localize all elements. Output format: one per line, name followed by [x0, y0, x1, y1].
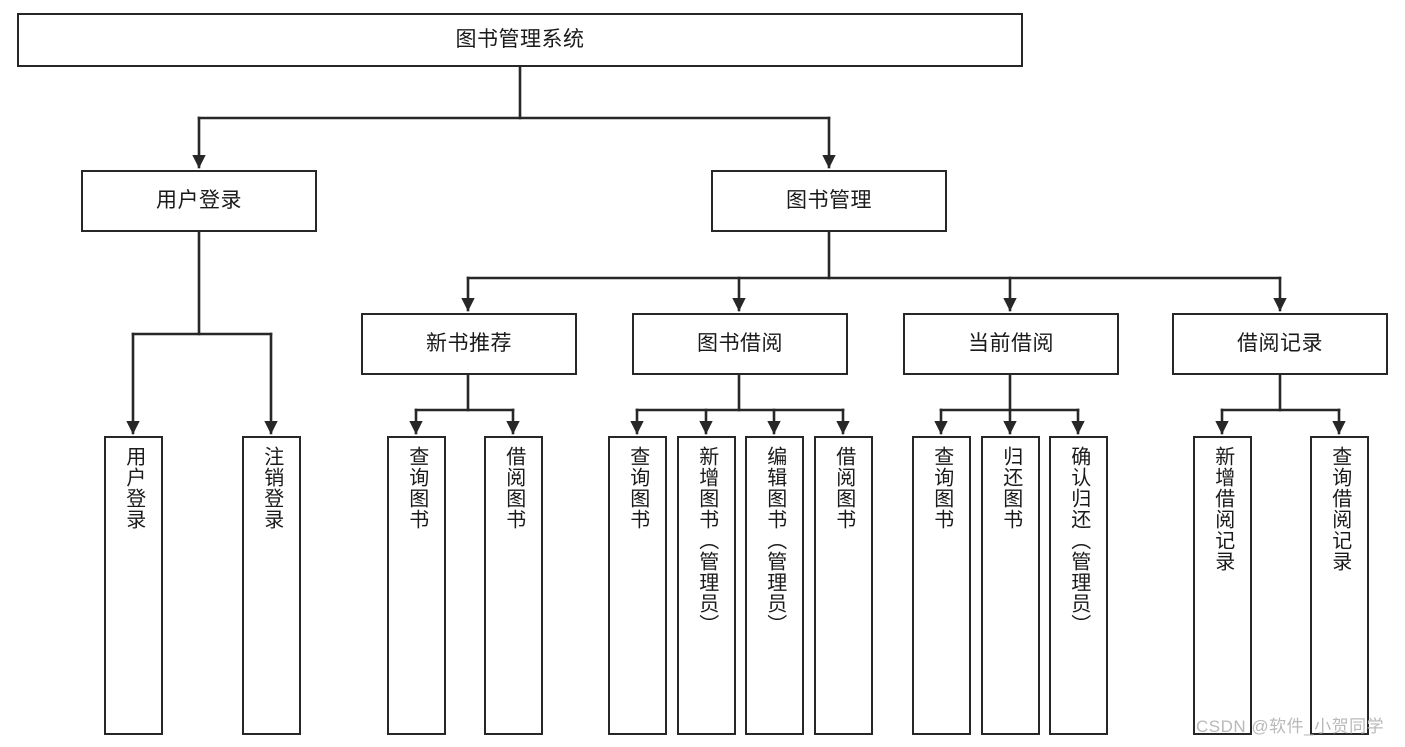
node-borrow-record-label: 借阅记录	[1237, 332, 1323, 356]
leaf-current-borrow-confirm[interactable]: 确认归还（管理员）	[1049, 436, 1108, 735]
leaf-current-borrow-query-label: 查询图书	[930, 446, 953, 530]
leaf-new-book-query-label: 查询图书	[405, 446, 428, 530]
node-root[interactable]: 图书管理系统	[17, 13, 1023, 67]
node-book-management[interactable]: 图书管理	[711, 170, 947, 232]
node-book-borrow-label: 图书借阅	[697, 332, 783, 356]
leaf-borrow-record-query[interactable]: 查询借阅记录	[1310, 436, 1369, 735]
leaf-book-borrow-edit[interactable]: 编辑图书（管理员）	[745, 436, 804, 735]
leaf-new-book-borrow[interactable]: 借阅图书	[484, 436, 543, 735]
node-current-borrow-label: 当前借阅	[968, 332, 1054, 356]
leaf-current-borrow-confirm-label: 确认归还（管理员）	[1067, 446, 1090, 635]
leaf-book-borrow-add-label: 新增图书（管理员）	[695, 446, 718, 635]
node-user-login-label: 用户登录	[156, 189, 242, 213]
node-current-borrow[interactable]: 当前借阅	[903, 313, 1119, 375]
leaf-new-book-query[interactable]: 查询图书	[387, 436, 446, 735]
leaf-current-borrow-return-label: 归还图书	[999, 446, 1022, 530]
leaf-user-login-signin[interactable]: 用户登录	[104, 436, 163, 735]
leaf-user-login-signout[interactable]: 注销登录	[242, 436, 301, 735]
leaf-user-login-signin-label: 用户登录	[122, 446, 145, 530]
node-root-label: 图书管理系统	[455, 28, 585, 52]
leaf-new-book-borrow-label: 借阅图书	[502, 446, 525, 530]
leaf-book-borrow-borrow-label: 借阅图书	[832, 446, 855, 530]
node-borrow-record[interactable]: 借阅记录	[1172, 313, 1388, 375]
leaf-user-login-signout-label: 注销登录	[260, 446, 283, 530]
node-book-management-label: 图书管理	[786, 189, 872, 213]
leaf-book-borrow-edit-label: 编辑图书（管理员）	[763, 446, 786, 635]
leaf-borrow-record-add[interactable]: 新增借阅记录	[1193, 436, 1252, 735]
leaf-book-borrow-add[interactable]: 新增图书（管理员）	[677, 436, 736, 735]
leaf-book-borrow-borrow[interactable]: 借阅图书	[814, 436, 873, 735]
node-new-book-recommend[interactable]: 新书推荐	[361, 313, 577, 375]
leaf-current-borrow-return[interactable]: 归还图书	[981, 436, 1040, 735]
leaf-book-borrow-query-label: 查询图书	[626, 446, 649, 530]
leaf-borrow-record-add-label: 新增借阅记录	[1211, 446, 1234, 572]
node-new-book-recommend-label: 新书推荐	[426, 332, 512, 356]
leaf-book-borrow-query[interactable]: 查询图书	[608, 436, 667, 735]
leaf-current-borrow-query[interactable]: 查询图书	[912, 436, 971, 735]
leaf-borrow-record-query-label: 查询借阅记录	[1328, 446, 1351, 572]
node-book-borrow[interactable]: 图书借阅	[632, 313, 848, 375]
node-user-login[interactable]: 用户登录	[81, 170, 317, 232]
